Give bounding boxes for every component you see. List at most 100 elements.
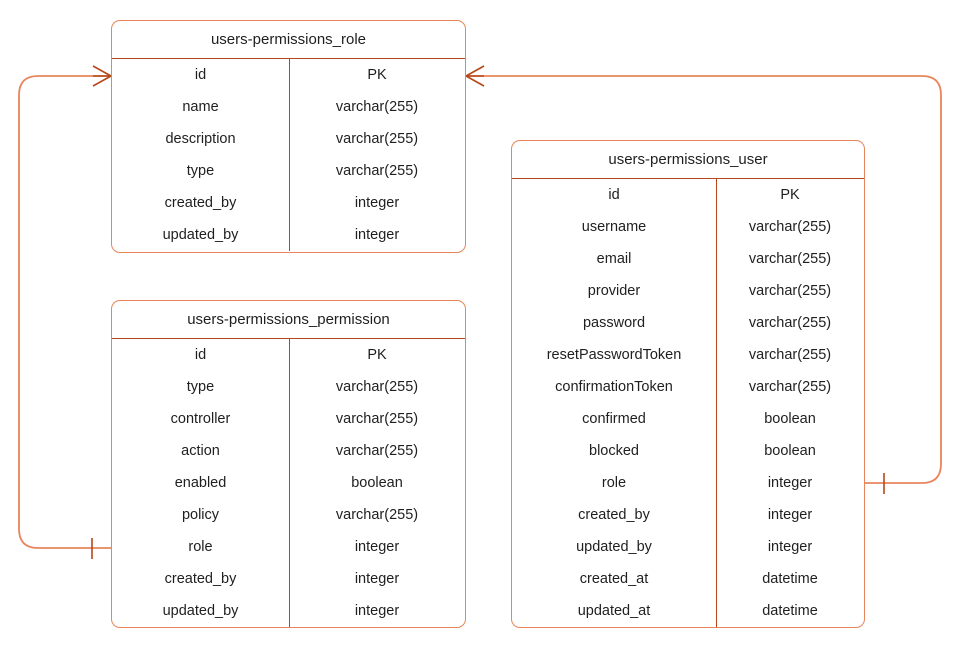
attribute-row: confirmed boolean	[512, 403, 864, 435]
attribute-name: updated_by	[576, 539, 652, 555]
attribute-type: varchar(255)	[335, 411, 419, 427]
attribute-row: type varchar(255)	[112, 155, 465, 187]
attribute-type: varchar(255)	[748, 379, 832, 395]
attribute-name: created_by	[578, 507, 650, 523]
attribute-type: integer	[354, 571, 400, 587]
attribute-row: type varchar(255)	[112, 371, 465, 403]
attribute-type: datetime	[762, 571, 818, 587]
attribute-type: varchar(255)	[335, 443, 419, 459]
attribute-type: varchar(255)	[748, 219, 832, 235]
attribute-row: updated_by integer	[512, 531, 864, 563]
relationship-permission-role-line	[18, 75, 111, 549]
attribute-name: policy	[181, 507, 220, 523]
attribute-name: blocked	[589, 443, 639, 459]
attribute-type: integer	[767, 475, 813, 491]
attribute-row: updated_by integer	[112, 219, 465, 251]
attribute-row: email varchar(255)	[512, 243, 864, 275]
attribute-type: integer	[354, 603, 400, 619]
attribute-name: email	[596, 251, 632, 267]
attribute-name: controller	[170, 411, 231, 427]
attribute-type: varchar(255)	[748, 347, 832, 363]
attribute-type: integer	[354, 539, 400, 555]
attribute-name: id	[194, 347, 207, 363]
attribute-type: PK	[367, 347, 387, 363]
attribute-type: varchar(255)	[335, 163, 419, 179]
column-divider-role	[289, 59, 290, 251]
attribute-row: created_by integer	[112, 563, 465, 595]
attribute-type: varchar(255)	[748, 251, 832, 267]
attribute-type: varchar(255)	[748, 283, 832, 299]
attribute-row: role integer	[512, 467, 864, 499]
attribute-row: action varchar(255)	[112, 435, 465, 467]
attribute-name: name	[182, 99, 219, 115]
attribute-row: controller varchar(255)	[112, 403, 465, 435]
attribute-type: integer	[354, 195, 400, 211]
attribute-row: id PK	[112, 339, 465, 371]
attribute-row: provider varchar(255)	[512, 275, 864, 307]
attribute-row: username varchar(255)	[512, 211, 864, 243]
attribute-name: confirmed	[582, 411, 646, 427]
attribute-type: varchar(255)	[335, 379, 419, 395]
entity-body-role: id PK name varchar(255) description varc…	[112, 59, 465, 251]
attribute-row: id PK	[112, 59, 465, 91]
attribute-type: varchar(255)	[335, 507, 419, 523]
attribute-row: description varchar(255)	[112, 123, 465, 155]
crowsfoot-many-marker-role-right	[465, 65, 485, 87]
attribute-type: boolean	[764, 411, 816, 427]
attribute-row: name varchar(255)	[112, 91, 465, 123]
attribute-row: blocked boolean	[512, 435, 864, 467]
crowsfoot-many-marker-role-left	[92, 65, 112, 87]
attribute-name: description	[165, 131, 236, 147]
column-divider-user	[716, 179, 717, 627]
entity-title-role: users-permissions_role	[112, 21, 465, 59]
attribute-name: password	[582, 315, 646, 331]
attribute-name: type	[186, 379, 215, 395]
attribute-name: provider	[587, 283, 641, 299]
attribute-name: updated_by	[162, 603, 239, 619]
attribute-name: action	[181, 443, 220, 459]
attribute-row: created_by integer	[512, 499, 864, 531]
attribute-name: updated_at	[577, 603, 651, 619]
attribute-name: username	[581, 219, 647, 235]
attribute-row: created_by integer	[112, 187, 465, 219]
attribute-name: resetPasswordToken	[546, 347, 682, 363]
attribute-name: id	[194, 67, 207, 83]
attribute-type: PK	[367, 67, 387, 83]
attribute-name: created_at	[579, 571, 649, 587]
entity-title-permission: users-permissions_permission	[112, 301, 465, 339]
attribute-row: enabled boolean	[112, 467, 465, 499]
attribute-type: varchar(255)	[335, 131, 419, 147]
entity-users-permissions-permission[interactable]: users-permissions_permission id PK type …	[111, 300, 466, 628]
attribute-row: policy varchar(255)	[112, 499, 465, 531]
attribute-type: datetime	[762, 603, 818, 619]
attribute-type: varchar(255)	[748, 315, 832, 331]
attribute-row: updated_at datetime	[512, 595, 864, 627]
attribute-name: updated_by	[162, 227, 239, 243]
attribute-type: integer	[354, 227, 400, 243]
attribute-name: role	[188, 539, 213, 555]
attribute-type: boolean	[764, 443, 816, 459]
entity-body-user: id PK username varchar(255) email varcha…	[512, 179, 864, 627]
attribute-row: id PK	[512, 179, 864, 211]
attribute-name: role	[601, 475, 627, 491]
attribute-type: integer	[767, 507, 813, 523]
attribute-row: role integer	[112, 531, 465, 563]
entity-body-permission: id PK type varchar(255) controller varch…	[112, 339, 465, 627]
entity-users-permissions-user[interactable]: users-permissions_user id PK username va…	[511, 140, 865, 628]
attribute-name: type	[186, 163, 215, 179]
attribute-row: confirmationToken varchar(255)	[512, 371, 864, 403]
attribute-type: varchar(255)	[335, 99, 419, 115]
attribute-name: id	[608, 187, 620, 203]
attribute-row: password varchar(255)	[512, 307, 864, 339]
attribute-name: created_by	[164, 195, 237, 211]
entity-title-user: users-permissions_user	[512, 141, 864, 179]
attribute-row: created_at datetime	[512, 563, 864, 595]
column-divider-permission	[289, 339, 290, 627]
attribute-type: integer	[767, 539, 813, 555]
attribute-row: updated_by integer	[112, 595, 465, 627]
attribute-type: boolean	[351, 475, 403, 491]
attribute-type: PK	[780, 187, 800, 203]
attribute-name: confirmationToken	[555, 379, 673, 395]
entity-users-permissions-role[interactable]: users-permissions_role id PK name varcha…	[111, 20, 466, 253]
